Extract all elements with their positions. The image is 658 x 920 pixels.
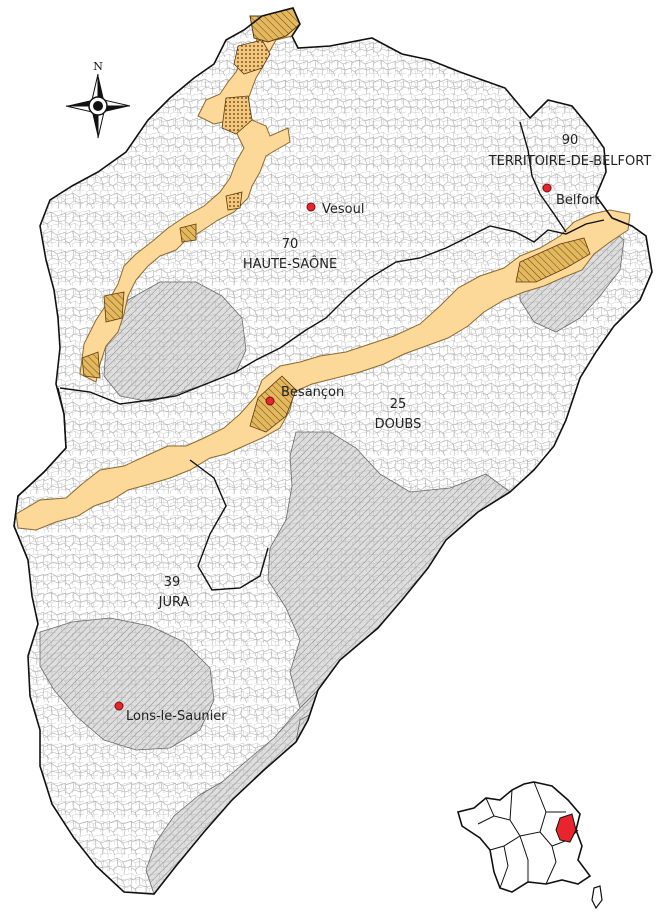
dept-code-belfort: 90 bbox=[562, 133, 579, 148]
city-marker bbox=[265, 396, 275, 406]
dept-name-belfort: TERRITOIRE-DE-BELFORT bbox=[488, 154, 652, 169]
corridor-rhine-rhone bbox=[15, 209, 631, 531]
city-marker bbox=[542, 183, 552, 193]
city-label: Lons-le-Saunier bbox=[126, 709, 227, 724]
cities: Vesoul Belfort Besançon Lons-le-Saunier bbox=[114, 183, 600, 724]
hatched-zones bbox=[14, 8, 652, 894]
city-marker bbox=[306, 202, 316, 212]
compass-rose: N bbox=[65, 60, 131, 139]
corridor-west bbox=[79, 7, 301, 383]
city-belfort: Belfort bbox=[542, 183, 600, 208]
dept-name-haute-saone: HAUTE-SAÔNE bbox=[243, 256, 337, 272]
dept-code-haute-saone: 70 bbox=[282, 237, 299, 252]
city-label: Besançon bbox=[281, 385, 344, 400]
compass-north-label: N bbox=[93, 60, 103, 73]
dept-code-doubs: 25 bbox=[390, 397, 407, 412]
franche-comte-highlight bbox=[555, 813, 577, 843]
france-inset-map bbox=[457, 781, 603, 910]
city-vesoul: Vesoul bbox=[306, 202, 364, 217]
corsica-outline bbox=[591, 885, 603, 910]
city-label: Vesoul bbox=[322, 202, 364, 217]
dept-code-jura: 39 bbox=[164, 575, 181, 590]
city-besancon: Besançon bbox=[265, 385, 344, 406]
department-labels: 70 HAUTE-SAÔNE 90 TERRITOIRE-DE-BELFORT … bbox=[158, 133, 652, 610]
city-label: Belfort bbox=[556, 193, 600, 208]
dept-name-jura: JURA bbox=[158, 595, 190, 610]
city-lons-le-saunier: Lons-le-Saunier bbox=[114, 701, 227, 724]
city-marker bbox=[114, 701, 124, 711]
dept-name-doubs: DOUBS bbox=[375, 417, 422, 432]
